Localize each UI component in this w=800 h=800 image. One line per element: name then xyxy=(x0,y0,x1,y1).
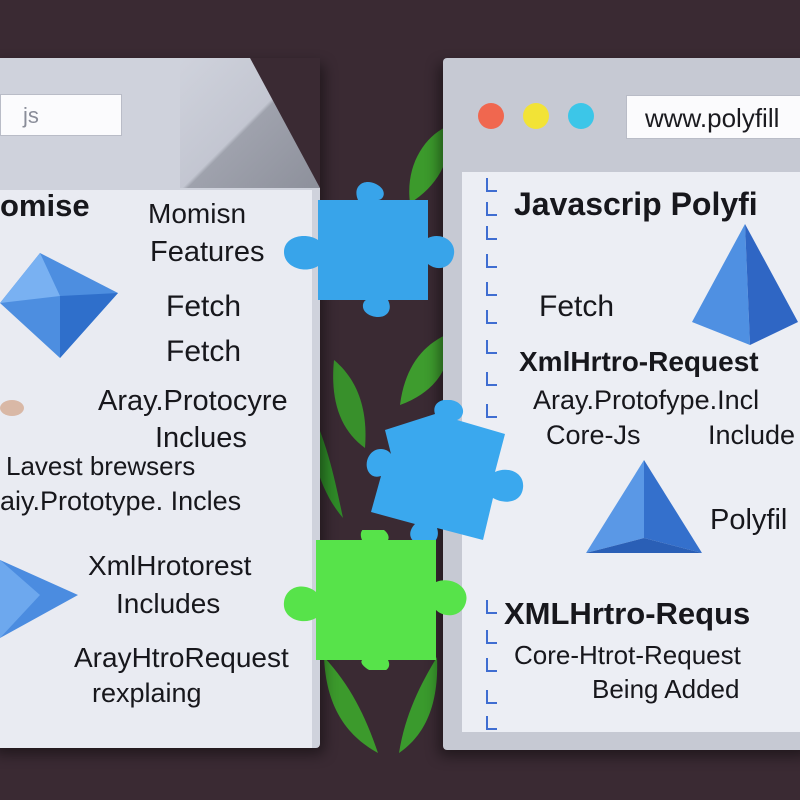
left-text-array-prototype-includes: aiy.Prototype. Incles xyxy=(0,486,242,516)
left-text-promise: omise xyxy=(0,188,90,223)
small-hand-icon xyxy=(0,400,24,416)
close-dot-icon[interactable] xyxy=(478,103,504,129)
right-text-core-js: Core-Js xyxy=(546,420,641,450)
puzzle-piece-icon xyxy=(366,400,524,545)
blue-diamond-icon xyxy=(0,253,118,358)
left-text-array-request: ArayHtroRequest xyxy=(74,642,289,673)
left-text-includes-2: Includes xyxy=(116,588,221,619)
left-text-fetch-2: Fetch xyxy=(166,335,242,368)
leaf-icon xyxy=(324,657,378,753)
leaf-icon xyxy=(399,657,438,753)
tick-mark-icon xyxy=(486,630,497,644)
address-bar[interactable]: www.polyfill xyxy=(626,95,800,139)
right-text-xmlhttp-requs: XMLHrtro-Requs xyxy=(504,596,751,631)
left-browser-window: js xyxy=(0,58,320,748)
right-text-being-added: Being Added xyxy=(592,674,740,704)
left-text-momisn: Momisn xyxy=(148,198,247,229)
leaf-icon xyxy=(333,360,366,448)
left-text-array-prototype: Aray.Protocyre xyxy=(98,385,288,417)
tick-mark-icon xyxy=(486,340,497,354)
tick-mark-icon xyxy=(486,372,497,386)
tick-mark-icon xyxy=(486,254,497,268)
left-text-replacing: rexplaing xyxy=(92,678,202,708)
tick-mark-icon xyxy=(486,310,497,324)
right-text-array-prototype: Aray.Protofype.Incl xyxy=(533,385,760,415)
leaf-icon xyxy=(400,332,453,405)
tick-mark-icon xyxy=(486,690,497,704)
maximize-dot-icon[interactable] xyxy=(568,103,594,129)
right-text-include: Include xyxy=(708,420,796,450)
blue-pyramid-icon xyxy=(586,460,702,553)
tick-mark-icon xyxy=(486,202,497,216)
tick-mark-icon xyxy=(486,178,497,192)
left-text-latest-browsers: Lavest brewsers xyxy=(6,451,196,481)
right-text-fetch: Fetch xyxy=(539,290,615,323)
right-text-xmlhttprequest: XmlHrtro-Request xyxy=(519,346,759,377)
leaf-icon xyxy=(409,125,451,203)
tick-mark-icon xyxy=(486,600,497,614)
tick-mark-icon xyxy=(486,226,497,240)
right-title: Javascrip Polyfi xyxy=(514,186,758,222)
puzzle-piece-icon xyxy=(284,181,455,318)
blue-pyramid-icon xyxy=(692,224,798,345)
tick-mark-icon xyxy=(486,658,497,672)
tick-mark-icon xyxy=(486,716,497,730)
left-text-xmlhttprequest: XmlHrotorest xyxy=(88,550,252,581)
tick-mark-icon xyxy=(486,404,497,418)
tick-mark-icon xyxy=(486,282,497,296)
left-text-includes: Inclues xyxy=(155,422,247,454)
right-text-core-request: Core-Htrot-Request xyxy=(514,640,741,670)
page-fold-corner xyxy=(250,58,320,188)
left-text-fetch-1: Fetch xyxy=(166,290,242,323)
puzzle-piece-icon xyxy=(283,530,467,670)
left-search-input[interactable]: js xyxy=(0,94,122,136)
minimize-dot-icon[interactable] xyxy=(523,103,549,129)
right-text-polyfill: Polyfil xyxy=(710,504,788,536)
left-text-features: Features xyxy=(150,236,265,268)
blue-diamond-icon xyxy=(0,560,78,638)
